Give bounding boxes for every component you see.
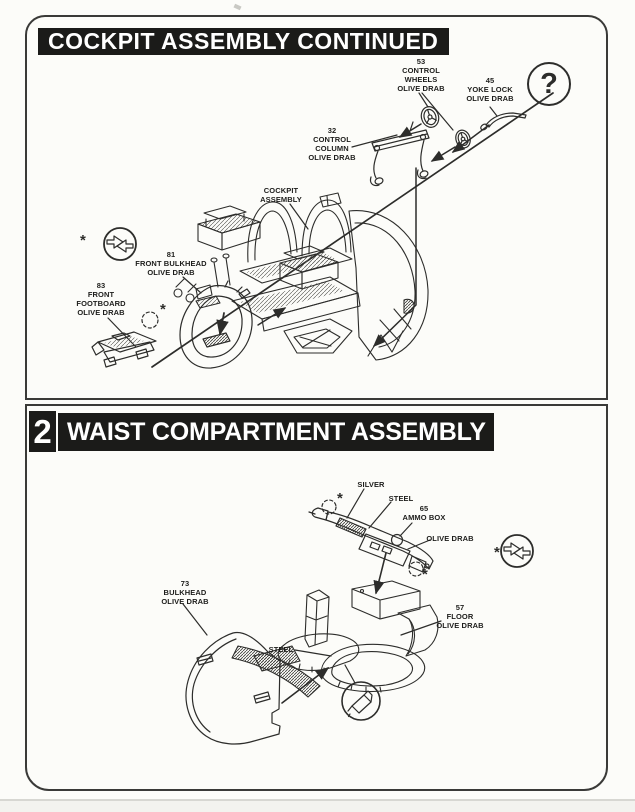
part-label-front-bulkhead: 81 FRONT BULKHEAD OLIVE DRAB — [135, 250, 207, 277]
finish-label-olive-drab: OLIVE DRAB — [426, 534, 474, 543]
front-footboard-drawing — [91, 311, 159, 368]
press-parts-together-icon — [103, 227, 137, 261]
asterisk-note: * — [80, 232, 86, 249]
part-label-control-column: 32 CONTROL COLUMN OLIVE DRAB — [308, 126, 356, 162]
step-panel-waist — [25, 404, 608, 791]
part-label-bulkhead: 73 BULKHEAD OLIVE DRAB — [161, 579, 209, 606]
part-label-floor: 57 FLOOR OLIVE DRAB — [436, 603, 484, 630]
floor-assembly-drawing — [231, 580, 439, 698]
step-title-cockpit-text: COCKPIT ASSEMBLY CONTINUED — [48, 28, 439, 54]
part-label-yoke-lock: 45 YOKE LOCK OLIVE DRAB — [466, 76, 514, 103]
front-bulkhead-drawing — [179, 280, 253, 369]
step-panel-cockpit — [25, 15, 608, 400]
control-column-drawing — [369, 121, 430, 187]
yoke-lock-drawing — [480, 112, 527, 131]
asterisk-note: * — [422, 566, 428, 583]
finish-label-steel-upper: STEEL — [388, 494, 414, 503]
step-title-cockpit: COCKPIT ASSEMBLY CONTINUED — [38, 28, 449, 55]
question-mark-icon: ? — [527, 62, 571, 106]
asterisk-note: * — [160, 301, 166, 318]
step-title-waist-text: WAIST COMPARTMENT ASSEMBLY — [67, 417, 486, 446]
part-label-front-footboard: 83 FRONT FOOTBOARD OLIVE DRAB — [76, 281, 126, 317]
panel2-drawing — [182, 488, 534, 745]
step-title-waist: WAIST COMPARTMENT ASSEMBLY — [58, 413, 494, 451]
waist-bulkhead-drawing — [185, 631, 281, 745]
cement-detail-icon — [341, 664, 381, 721]
page-edge-line — [0, 799, 635, 801]
page-edge-shadow — [0, 801, 635, 812]
cockpit-assembly-drawing — [173, 192, 429, 361]
label-cockpit-assembly: COCKPIT ASSEMBLY — [260, 186, 302, 204]
ammo-box-assembly-drawing — [308, 499, 434, 577]
step-number-text: 2 — [33, 412, 52, 450]
panel1-drawing — [91, 92, 554, 369]
part-label-control-wheels: 53 CONTROL WHEELS OLIVE DRAB — [397, 57, 445, 93]
asterisk-note: * — [494, 544, 500, 561]
step-number: 2 — [29, 411, 56, 452]
asterisk-note: * — [337, 490, 343, 507]
question-mark-text: ? — [540, 67, 558, 100]
part-label-ammo-box: 65 AMMO BOX — [402, 504, 446, 522]
finish-label-steel-lower: STEEL — [268, 645, 294, 654]
finish-label-silver: SILVER — [357, 480, 385, 489]
press-parts-together-icon — [500, 534, 534, 568]
